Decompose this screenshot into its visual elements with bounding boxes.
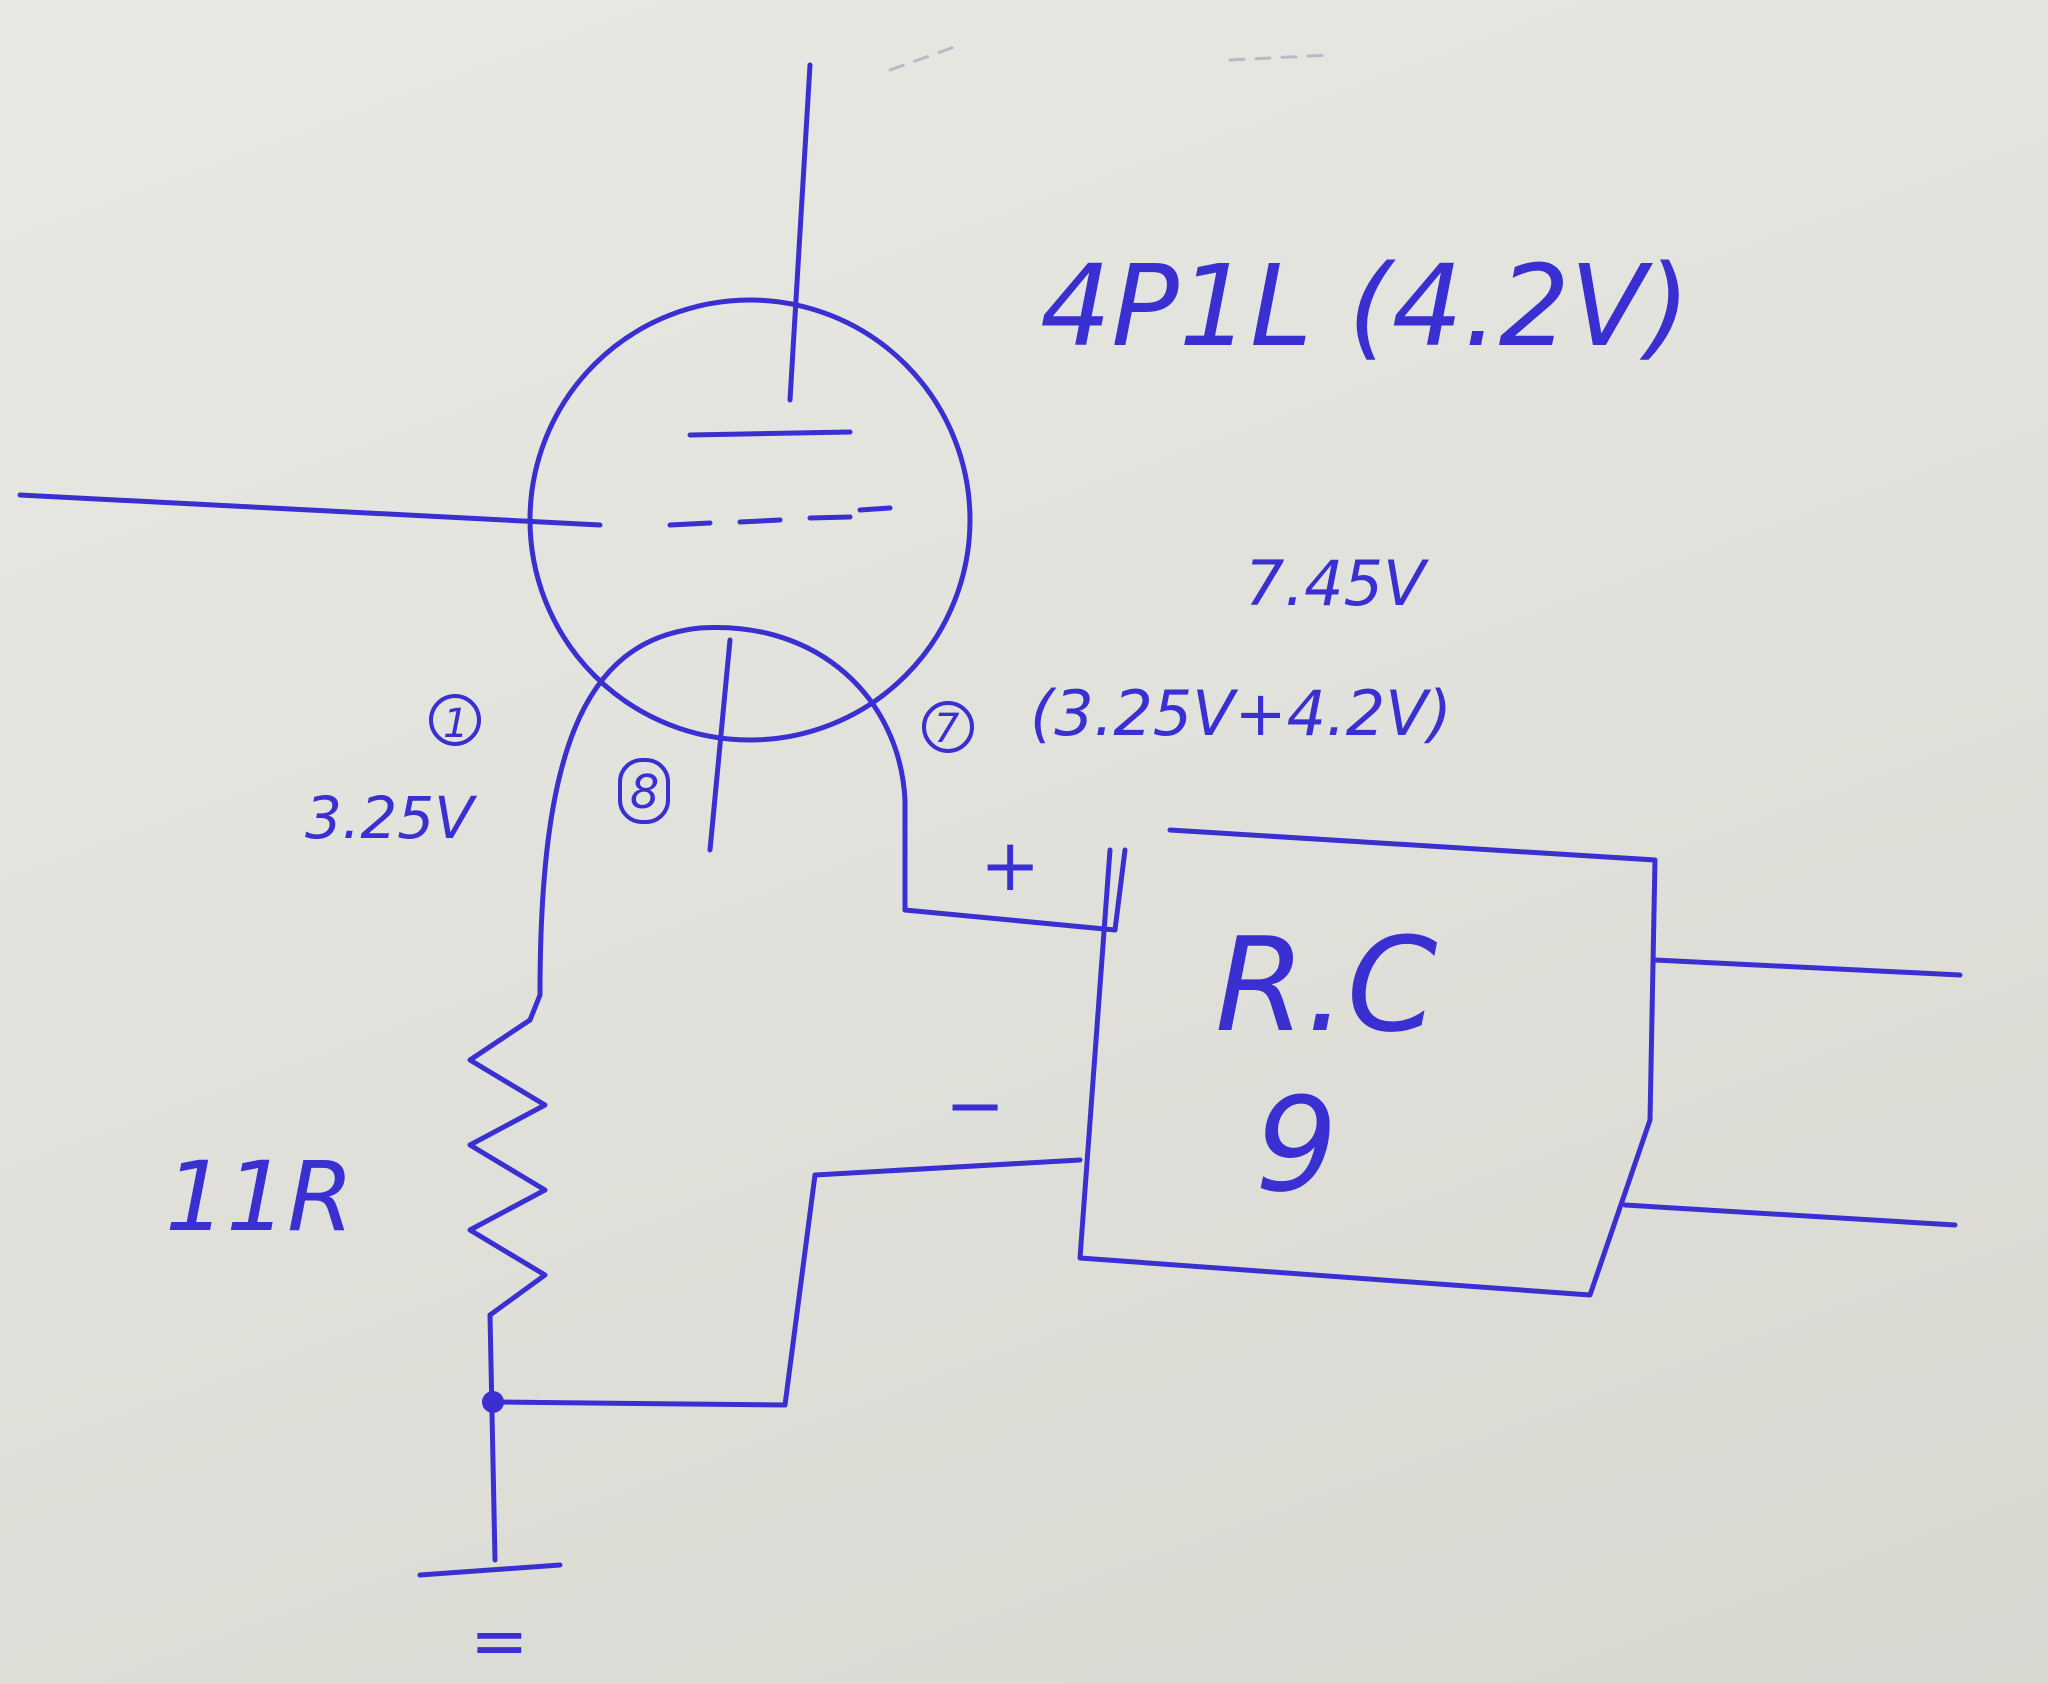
ground-symbol (417, 1562, 563, 1578)
faint-mark-1 (888, 43, 962, 72)
pin1-circle (429, 694, 481, 746)
rc-plus-terminal-stub (1112, 847, 1128, 933)
resistor-11r-symbol (467, 1017, 548, 1318)
resistor-value-label: 11R (165, 1141, 354, 1253)
pin8-circle (618, 758, 670, 824)
tube-title-label: 4P1L (4.2V) (1040, 242, 1690, 372)
wire-pin7-to-plus (902, 907, 1118, 933)
minus-terminal-label: − (945, 1063, 1005, 1147)
pin8-number: 8 (630, 765, 659, 819)
wire-resistor-to-ground (487, 1312, 498, 1563)
rc-module-box (1077, 827, 1963, 1298)
grid-input-wire (17, 492, 603, 528)
pin7-circle (922, 701, 974, 753)
faint-mark-2 (1228, 53, 1332, 62)
pin7-voltage-label: 7.45V (1245, 547, 1430, 620)
rc-box-outline (1077, 827, 1658, 1298)
rc-box-title: R.C (1215, 909, 1438, 1061)
plate-lead-wire (787, 62, 813, 403)
rc-output-wire-bottom (1622, 1202, 1958, 1228)
grid-electrode (667, 505, 893, 528)
ground-marking: = (470, 1600, 529, 1682)
pin7-voltage-breakdown-label: (3.25V+4.2V) (1030, 677, 1452, 750)
plate-electrode (687, 429, 853, 438)
cathode-electrode (707, 637, 733, 853)
rc-box-number: 9 (1255, 1069, 1338, 1221)
pin1-voltage-label: 3.25V (305, 784, 478, 852)
plus-terminal-label: + (980, 823, 1040, 907)
vacuum-tube-symbol (17, 62, 973, 998)
rc-output-wire-top (1652, 957, 1963, 978)
pin7-number: 7 (934, 706, 960, 752)
wire-pin1-to-resistor (527, 992, 543, 1023)
heater-filament (537, 624, 908, 998)
wire-junction-to-minus (490, 1157, 1083, 1408)
pin1-number: 1 (443, 701, 468, 747)
